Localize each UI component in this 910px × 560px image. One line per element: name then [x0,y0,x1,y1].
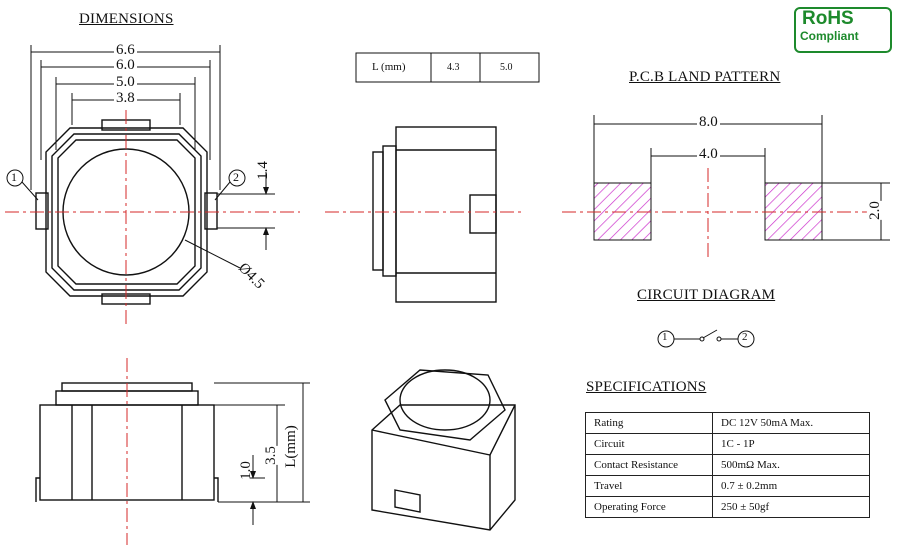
spec-value: 0.7 ± 0.2mm [712,475,870,497]
spec-row: Rating DC 12V 50mA Max. [585,412,870,434]
l-table-frame [355,52,540,83]
circuit-symbol [657,329,755,348]
spec-row: Circuit 1C - 1P [585,433,870,455]
side-dim-3-5: 3.5 [262,446,280,465]
side-dim-1-0: 1.0 [237,461,254,480]
spec-label: Rating [585,412,713,434]
spec-row: Travel 0.7 ± 0.2mm [585,475,870,497]
front-view [35,358,310,545]
circuit-heading: CIRCUIT DIAGRAM [637,287,776,303]
spec-value: 500mΩ Max. [712,454,870,476]
iso-view [371,369,516,531]
spec-row: Operating Force 250 ± 50gf [585,496,870,518]
specs-heading: SPECIFICATIONS [586,379,707,395]
spec-row: Contact Resistance 500mΩ Max. [585,454,870,476]
dim-1-4: 1.4 [254,161,271,180]
side-view-right [325,126,525,303]
l-table-value-1: 4.3 [447,62,460,73]
spec-label: Travel [585,475,713,497]
spec-label: Contact Resistance [585,454,713,476]
spec-value: DC 12V 50mA Max. [712,412,870,434]
side-dim-l: L(mm) [282,425,300,468]
circuit-node-2: 2 [742,331,748,343]
pcb-heading: P.C.B LAND PATTERN [629,69,781,85]
pin-2-label: 2 [233,170,239,184]
dim-6-0: 6.0 [114,57,137,74]
dim-3-8: 3.8 [114,90,137,107]
rohs-logo: RoHS Compliant [794,7,892,53]
pcb-dim-2-0: 2.0 [866,201,884,220]
pcb-dim-4-0: 4.0 [697,146,720,163]
dim-6-6: 6.6 [114,42,137,59]
pcb-pattern [562,115,890,258]
l-table-header: L (mm) [372,61,406,73]
pin-1-label: 1 [11,170,17,184]
dim-5-0: 5.0 [114,74,137,91]
width-dimensions [30,45,221,190]
spec-label: Circuit [585,433,713,455]
spec-value: 250 ± 50gf [712,496,870,518]
spec-value: 1C - 1P [712,433,870,455]
rohs-line2: Compliant [800,29,859,43]
top-view [5,45,300,325]
spec-label: Operating Force [585,496,713,518]
rohs-line1: RoHS [802,8,854,29]
l-table-value-2: 5.0 [500,62,513,73]
dimensions-heading: DIMENSIONS [79,11,174,27]
circuit-node-1: 1 [662,331,668,343]
pcb-dim-8-0: 8.0 [697,114,720,131]
specs-table: Rating DC 12V 50mA Max. Circuit 1C - 1P … [585,412,870,518]
